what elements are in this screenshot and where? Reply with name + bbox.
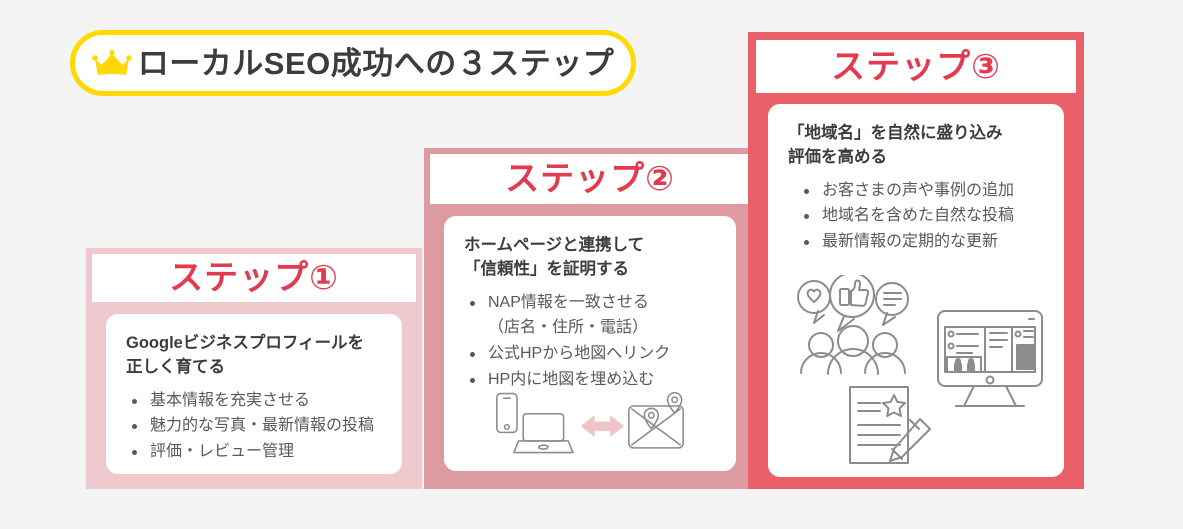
list-item-label: 評価・レビュー管理 <box>150 443 295 461</box>
step-1-heading: Googleビジネスプロフィールを 正しく育てる <box>126 334 365 376</box>
list-item: NAP情報を一致させる <box>468 290 716 316</box>
double-arrow-icon <box>580 415 625 438</box>
step-3-header: ステップ③ <box>756 40 1076 93</box>
list-item-label: HP内に地図を埋め込む <box>488 370 655 388</box>
list-item: 地域名を含めた自然な投稿 <box>802 203 1044 229</box>
step-card-1: ステップ① Googleビジネスプロフィールを 正しく育てる 基本情報を充実させ… <box>86 248 422 489</box>
step-2-illustration-group <box>496 392 684 454</box>
bullet-dot-icon <box>470 352 475 358</box>
list-item-label: 地域名を含めた自然な投稿 <box>822 207 1015 225</box>
step-2-inner-card: ホームページと連携して 「信頼性」を証明する NAP情報を一致させる （店名・住… <box>444 216 736 471</box>
step-3-heading: 「地域名」を自然に盛り込み 評価を高める <box>788 124 1003 166</box>
list-item-label: 最新情報の定期的な更新 <box>822 233 999 251</box>
step-2-heading: ホームページと連携して 「信頼性」を証明する <box>464 236 645 278</box>
page-title-pill: ローカルSEO成功への３ステップ <box>70 30 636 96</box>
list-item-label: 基本情報を充実させる <box>150 391 311 409</box>
step-1-header-label: ステップ① <box>169 259 339 297</box>
page-title: ローカルSEO成功への３ステップ <box>137 45 615 81</box>
step-3-inner-card: 「地域名」を自然に盛り込み 評価を高める お客さまの声や事例の追加 地域名を含め… <box>768 104 1064 477</box>
step-2-header: ステップ② <box>430 154 750 204</box>
list-item-label: 公式HPから地図へリンク <box>488 345 671 363</box>
people-reviews-icon <box>797 275 909 375</box>
list-item: HP内に地図を埋め込む <box>468 367 716 393</box>
step-card-2: ステップ② ホームページと連携して 「信頼性」を証明する NAP情報を一致させる… <box>424 148 756 489</box>
step-3-illustration-group <box>797 275 1043 464</box>
bullet-dot-icon <box>804 240 809 246</box>
step-3-body: 「地域名」を自然に盛り込み 評価を高める お客さまの声や事例の追加 地域名を含め… <box>768 104 1064 477</box>
laptop-icon <box>513 413 574 454</box>
list-item: お客さまの声や事例の追加 <box>802 178 1044 204</box>
step-1-body: Googleビジネスプロフィールを 正しく育てる 基本情報を充実させる 魅力的な… <box>106 314 402 474</box>
bullet-dot-icon <box>470 377 475 383</box>
smartphone-icon <box>496 392 518 434</box>
list-item-label: NAP情報を一致させる <box>488 293 649 311</box>
bullet-dot-icon <box>804 214 809 220</box>
map-with-pins-icon <box>628 392 684 449</box>
bullet-dot-icon <box>132 398 137 404</box>
crown-icon <box>91 49 132 75</box>
bullet-dot-icon <box>132 450 137 456</box>
step-3-header-label: ステップ③ <box>831 47 1001 86</box>
list-item: 公式HPから地図へリンク <box>468 341 716 367</box>
document-star-pencil-icon <box>849 386 931 464</box>
step-2-bullet-list: NAP情報を一致させる （店名・住所・電話） 公式HPから地図へリンク HP内に… <box>464 290 716 392</box>
step-3-bullet-list: お客さまの声や事例の追加 地域名を含めた自然な投稿 最新情報の定期的な更新 <box>788 178 1044 255</box>
list-item-label: お客さまの声や事例の追加 <box>822 181 1015 199</box>
step-1-inner-card: Googleビジネスプロフィールを 正しく育てる 基本情報を充実させる 魅力的な… <box>106 314 402 474</box>
bullet-dot-icon <box>470 300 475 306</box>
bullet-dot-icon <box>804 188 809 194</box>
list-item: 魅力的な写真・最新情報の投稿 <box>130 413 382 439</box>
step-1-bullet-list: 基本情報を充実させる 魅力的な写真・最新情報の投稿 評価・レビュー管理 <box>126 388 382 465</box>
step-card-3: ステップ③ 「地域名」を自然に盛り込み 評価を高める お客さまの声や事例の追加 … <box>748 32 1084 489</box>
step-2-header-label: ステップ② <box>505 160 675 198</box>
list-item-label: 魅力的な写真・最新情報の投稿 <box>150 417 375 435</box>
list-item: 評価・レビュー管理 <box>130 439 382 465</box>
list-item: 基本情報を充実させる <box>130 388 382 414</box>
bullet-dot-icon <box>132 424 137 430</box>
list-item-continuation: （店名・住所・電話） <box>468 315 716 341</box>
list-item: 最新情報の定期的な更新 <box>802 229 1044 255</box>
step-2-body: ホームページと連携して 「信頼性」を証明する NAP情報を一致させる （店名・住… <box>444 216 736 471</box>
step-1-header: ステップ① <box>92 254 416 302</box>
desktop-monitor-icon <box>937 310 1043 407</box>
list-item-label: （店名・住所・電話） <box>488 319 649 337</box>
monitor-thumbnail-figures <box>954 345 1034 372</box>
